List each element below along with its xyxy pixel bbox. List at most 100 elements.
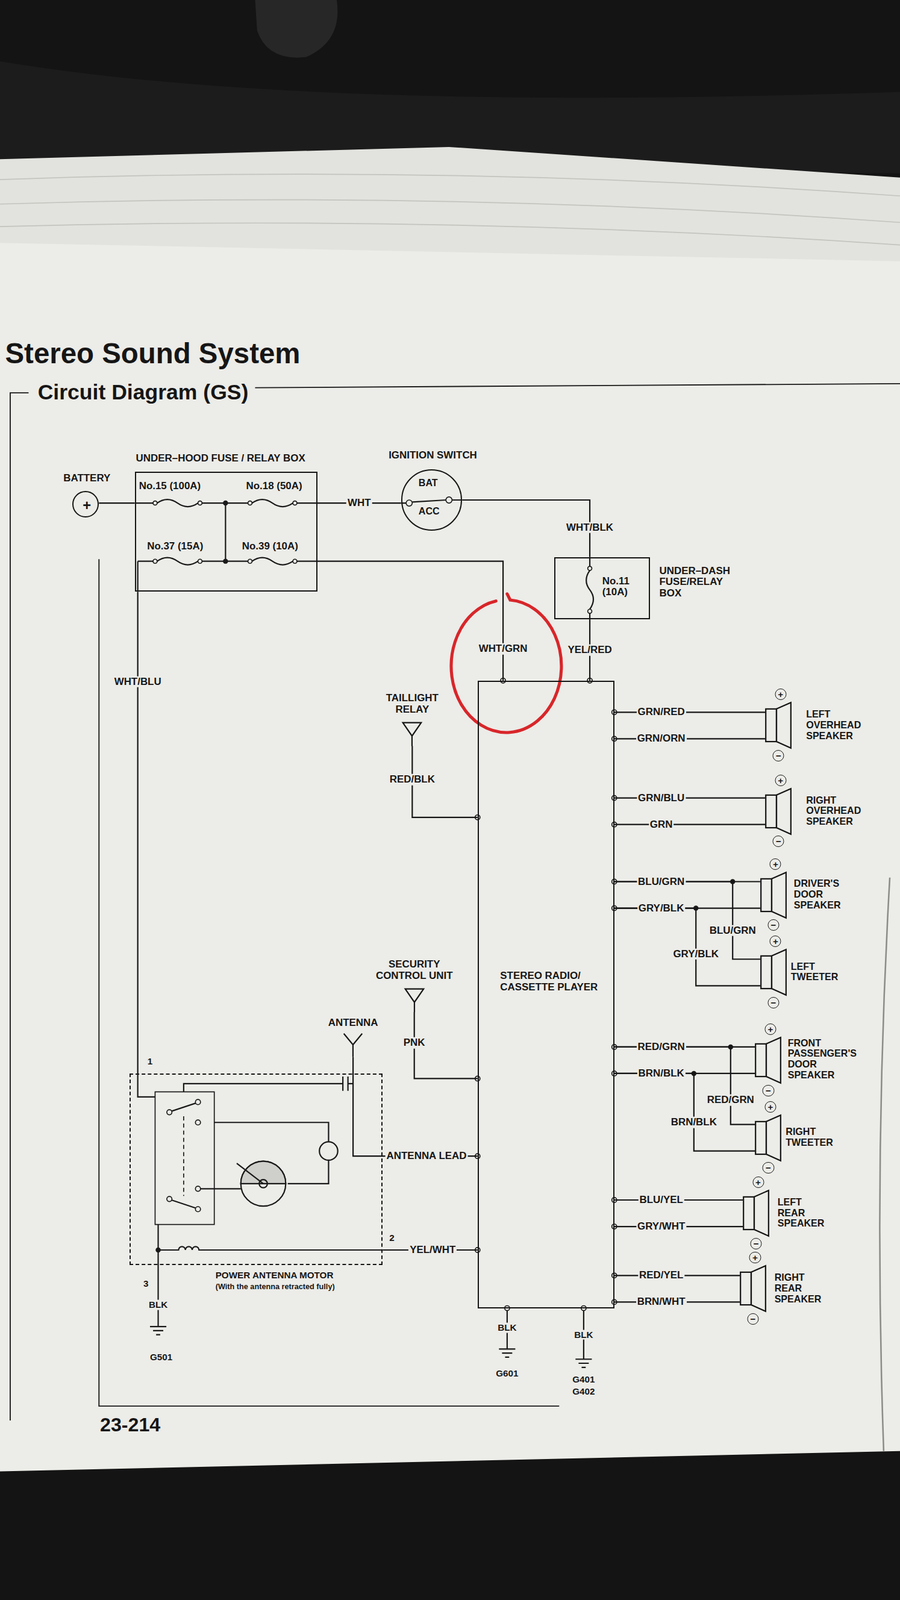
wiring-line [222, 500, 228, 506]
switch-block [154, 1091, 214, 1225]
wire-color-label: BLK [496, 1322, 518, 1333]
fuse-symbol [586, 570, 594, 610]
component-name: IGNITION SWITCH [388, 450, 478, 462]
symbol-outline [760, 948, 787, 996]
dashboard-knob [254, 0, 338, 58]
fuse-symbol [251, 499, 293, 507]
terminal-sign: + [774, 688, 787, 700]
connector-mark [403, 722, 422, 746]
antenna-symbol: ANTENNA [342, 1032, 364, 1058]
switch-link [183, 1116, 185, 1196]
speaker-cone [751, 1266, 766, 1313]
terminal-sign: + [764, 1023, 776, 1035]
wire-color-label: WHT/BLU [113, 675, 163, 688]
fuse-label: No.18 (50A) [246, 480, 303, 493]
fuse-relay-box: UNDER–HOOD FUSE / RELAY BOXNo.15 (100A)N… [134, 471, 318, 593]
wire [614, 1073, 756, 1152]
terminal-sign: − [747, 1313, 760, 1325]
wire [200, 1122, 329, 1189]
ignition-switch: IGNITION SWITCHBATACC [401, 469, 463, 531]
wiring-line [153, 559, 158, 564]
wire-color-label: BRN/BLK [669, 1116, 719, 1129]
speaker-name: LEFT OVERHEAD SPEAKER [806, 709, 861, 741]
wire [317, 561, 504, 681]
component-name: TAILLIGHT RELAY [386, 692, 439, 716]
wiring-line [166, 1196, 172, 1202]
terminal-sign: + [749, 1251, 761, 1264]
fuse-symbol [157, 557, 199, 566]
terminal-sign: − [772, 750, 785, 762]
terminal-sign: + [769, 858, 782, 870]
cam-arm [236, 1163, 264, 1184]
wire-color-label: ANTENNA LEAD [385, 1150, 469, 1163]
wiring-line [198, 559, 203, 564]
symbol-outline [765, 701, 792, 749]
speaker-cone [776, 703, 791, 749]
terminal-sign: − [762, 1162, 775, 1174]
wire-color-label: RED/YEL [637, 1269, 685, 1282]
wiring-line [292, 559, 297, 564]
wiring [134, 499, 594, 1368]
junction-dots [155, 500, 735, 1253]
speaker-magnet [766, 709, 778, 742]
fuse-label: No.15 (100A) [139, 480, 202, 493]
speaker-magnet [743, 1196, 755, 1230]
symbol-outline [739, 1265, 767, 1313]
speaker-name: FRONT PASSENGER'S DOOR SPEAKER [787, 1037, 857, 1081]
wire-color-label: BLU/GRN [708, 925, 758, 937]
pin-number: 2 [389, 1232, 394, 1243]
wire-color-label: YEL/RED [566, 644, 613, 657]
page-number: 23-214 [100, 1414, 161, 1436]
symbol-outline [342, 1032, 364, 1058]
wiring-line [445, 496, 452, 504]
component-name: POWER ANTENNA MOTOR [215, 1270, 334, 1281]
wiring-line [406, 500, 413, 507]
switch-arm [171, 1103, 197, 1208]
connector-mark [404, 988, 423, 1013]
speaker-symbol: +−RIGHT OVERHEAD SPEAKER [765, 787, 792, 835]
antenna-mark [343, 1033, 363, 1058]
wire-color-label: YEL/WHT [408, 1244, 457, 1257]
wire-color-label: BLK [572, 1329, 594, 1340]
speaker-cone [766, 1115, 781, 1161]
speaker-name: LEFT REAR SPEAKER [777, 1196, 825, 1229]
fuse-label: No.39 (10A) [242, 540, 299, 553]
ground-label: G601 [495, 1368, 519, 1379]
ground-label: G501 [150, 1351, 173, 1363]
component-name: SECURITY CONTROL UNIT [374, 959, 455, 982]
diagram-subtitle: Circuit Diagram (GS) [37, 380, 249, 405]
wire-color-label: RED/BLK [388, 774, 437, 786]
wire-color-label: BRN/WHT [636, 1296, 687, 1308]
wire-color-label: GRY/BLK [637, 902, 686, 914]
pin-number: 3 [143, 1278, 149, 1290]
terminal-name: BAT [418, 477, 438, 489]
wire-color-label: RED/GRN [706, 1094, 756, 1107]
wire [614, 824, 766, 826]
wiring-line [166, 1109, 172, 1115]
ground-symbol [150, 1250, 167, 1335]
wiring-line [195, 1119, 200, 1125]
wire-color-label: GRN/BLU [636, 792, 686, 804]
wire-color-label: GRN/ORN [636, 733, 687, 745]
wire-color-label: WHT/BLK [565, 521, 615, 534]
speaker-name: RIGHT TWEETER [785, 1126, 834, 1148]
speaker-cone [771, 872, 787, 919]
speaker-magnet [766, 795, 778, 828]
wiring-line [587, 609, 593, 614]
terminal-sign: − [767, 996, 779, 1009]
component-name: ANTENNA [328, 1017, 379, 1029]
ground-symbol [498, 1308, 516, 1358]
wiring-line [581, 1305, 587, 1311]
battery-symbol: BATTERY+ [72, 490, 99, 518]
speaker-symbol: +−DRIVER'S DOOR SPEAKER [760, 871, 787, 919]
fuse-symbol [157, 499, 199, 507]
fuse-symbol [251, 557, 293, 566]
wiring-line [195, 1186, 200, 1191]
terminal-pins [153, 496, 617, 1311]
speaker-cone [766, 1037, 781, 1084]
wire [353, 1057, 478, 1157]
symbol-outline [754, 1114, 782, 1162]
terminal-sign: − [767, 919, 779, 931]
component-name: BATTERY [63, 472, 111, 485]
